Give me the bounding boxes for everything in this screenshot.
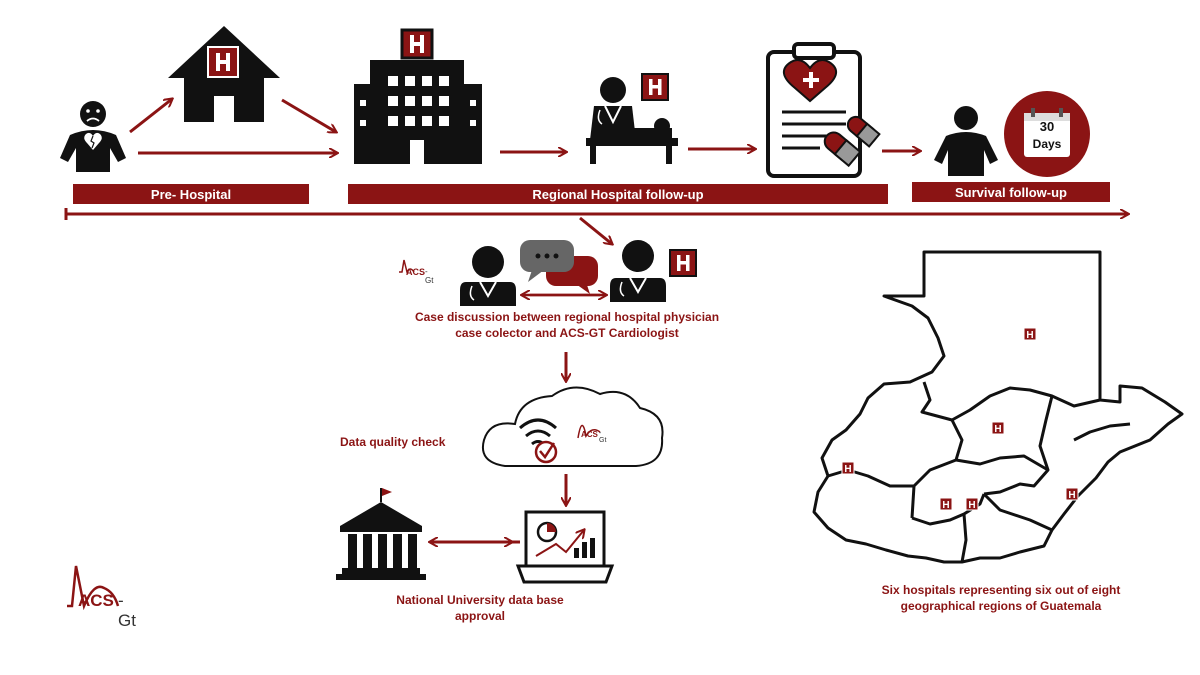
calendar-unit: Days [1032, 137, 1062, 151]
logo-acs-text: ACS [78, 591, 114, 610]
map-hospital-marker: H [1023, 327, 1037, 341]
logo-acs-text: ACS [406, 267, 426, 277]
regional-hospital-bar: Regional Hospital follow-up [348, 184, 888, 204]
map-hospital-marker: H [1065, 487, 1079, 501]
map-hospital-marker-label: H [844, 464, 851, 475]
map-hospital-markers: H H H H H H [841, 327, 1079, 511]
map-hospital-marker-label: H [994, 424, 1001, 435]
map-hospital-marker-label: H [968, 500, 975, 511]
ecg-wave-large-icon [67, 565, 120, 610]
calendar-icon [1004, 91, 1090, 177]
survival-bar: Survival follow-up [912, 182, 1110, 202]
laptop-analytics-icon [515, 510, 615, 584]
case-discussion-text: Case discussion between regional hospita… [414, 310, 720, 340]
regional-hospital-building-icon [354, 28, 482, 164]
regional-hospital-label: Regional Hospital follow-up [532, 186, 704, 202]
house-hospital-icon [168, 26, 280, 122]
survival-label: Survival follow-up [955, 184, 1067, 200]
process-down-arrows [430, 352, 566, 542]
pre-hospital-label: Pre- Hospital [150, 186, 232, 202]
logo-gt-text: -Gt [425, 267, 434, 285]
logo-acs-text: ACS [581, 430, 598, 439]
map-hospital-marker-label: H [1068, 490, 1075, 501]
pre-hospital-bar: Pre- Hospital [73, 184, 309, 204]
case-discussion-icon [460, 240, 697, 306]
map-hospital-marker: H [841, 461, 855, 475]
university-approval-text: National University data base approval [396, 593, 564, 623]
cloud-database-icon [482, 386, 664, 467]
logo-gt-text: -Gt [599, 430, 607, 444]
ecg-wave-icon [399, 259, 415, 275]
map-caption: Six hospitals representing six out of ei… [881, 583, 1121, 613]
map-hospital-marker: H [965, 497, 979, 511]
map-hospital-marker-label: H [1026, 330, 1033, 341]
calendar-number: 30 [1039, 119, 1055, 134]
patient-chest-pain-icon [60, 101, 126, 172]
university-building-icon [336, 488, 426, 580]
guatemala-map [812, 250, 1184, 564]
map-hospital-marker: H [939, 497, 953, 511]
map-hospital-marker-label: H [942, 500, 949, 511]
map-hospital-marker: H [991, 421, 1005, 435]
doctor-patient-stretcher-icon [586, 73, 678, 164]
medical-record-clipboard-icon [766, 42, 881, 178]
top-flow-arrows [129, 99, 920, 153]
data-quality-text: Data quality check [340, 435, 446, 449]
survivor-person-icon [934, 106, 998, 176]
timeline-arrow [64, 208, 1128, 244]
logo-gt-text: -Gt [118, 591, 136, 630]
